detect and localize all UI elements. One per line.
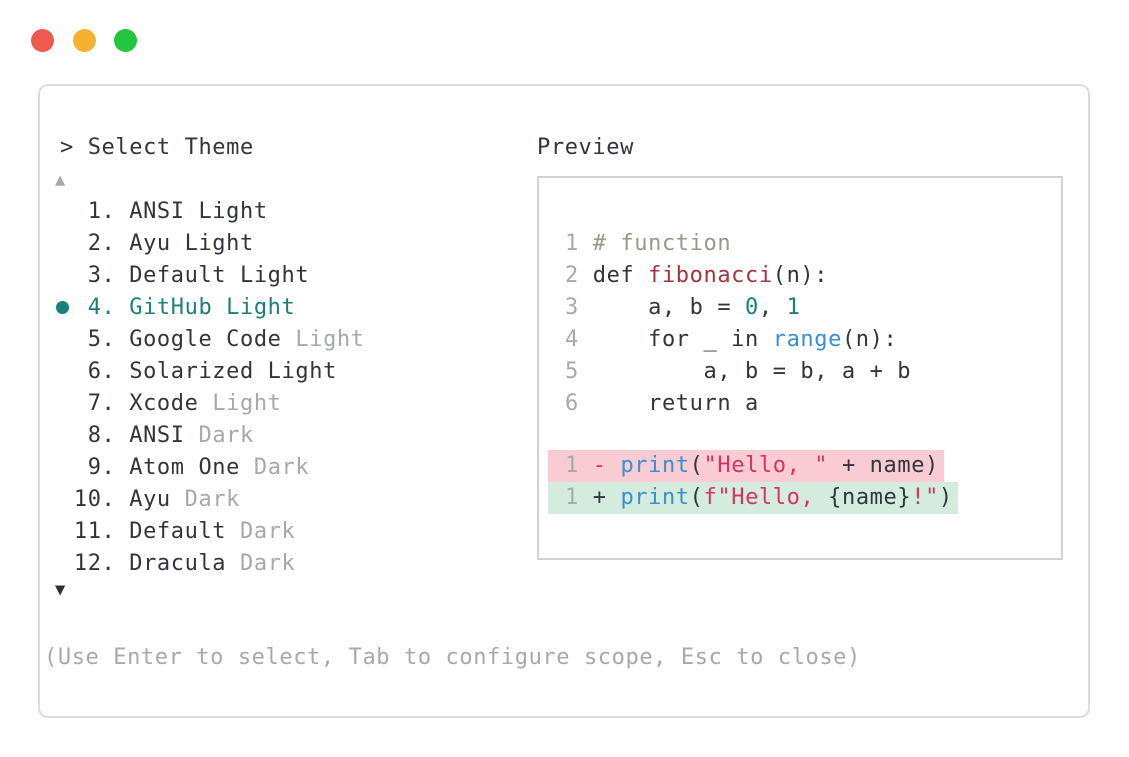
zoom-button[interactable]: [114, 29, 137, 52]
theme-option-6[interactable]: 6. Solarized Light: [0, 356, 520, 388]
picker-title: > Select Theme: [60, 135, 254, 160]
theme-number: 10.: [60, 487, 116, 512]
theme-name: ANSI Light: [115, 199, 268, 224]
theme-number: 8.: [60, 423, 116, 448]
minimize-button[interactable]: [73, 29, 96, 52]
theme-number: 2.: [60, 231, 116, 256]
theme-option-3[interactable]: 3. Default Light: [0, 260, 520, 292]
theme-number: 11.: [60, 519, 116, 544]
theme-number: 9.: [60, 455, 116, 480]
theme-variant-muted: Dark: [226, 519, 296, 544]
theme-option-1[interactable]: 1. ANSI Light: [0, 196, 520, 228]
theme-name: Atom One: [115, 455, 240, 480]
theme-name: Xcode: [115, 391, 199, 416]
theme-variant-muted: Dark: [170, 487, 241, 512]
theme-option-12[interactable]: 12. Dracula Dark: [0, 548, 520, 580]
theme-name: Google Code: [115, 327, 282, 352]
theme-number: 5.: [60, 327, 116, 352]
theme-list: 1. ANSI Light 2. Ayu Light 3. Default Li…: [0, 196, 520, 580]
scroll-up-icon[interactable]: ▲: [55, 170, 66, 190]
theme-name: Solarized Light: [115, 359, 337, 384]
theme-variant-muted: Dark: [184, 423, 254, 448]
theme-name: GitHub Light: [115, 295, 296, 320]
code-line: 4 for _ in range(n):: [565, 327, 898, 352]
diff-added-line: 1 + print(f"Hello, {name}!"): [537, 482, 1063, 514]
theme-variant-muted: Light: [198, 391, 282, 416]
theme-option-4[interactable]: 4. GitHub Light: [0, 292, 520, 324]
code-line: 6 return a: [565, 391, 759, 416]
theme-option-9[interactable]: 9. Atom One Dark: [0, 452, 520, 484]
theme-name: Dracula: [115, 551, 227, 576]
theme-option-2[interactable]: 2. Ayu Light: [0, 228, 520, 260]
preview-label: Preview: [537, 135, 634, 160]
diff-removed-line: 1 - print("Hello, " + name): [537, 450, 1063, 482]
theme-number: 6.: [60, 359, 116, 384]
theme-option-5[interactable]: 5. Google Code Light: [0, 324, 520, 356]
theme-number: 3.: [60, 263, 116, 288]
theme-variant-muted: Light: [281, 327, 365, 352]
code-blank-line: [537, 420, 1063, 450]
theme-number: 7.: [60, 391, 116, 416]
preview-code: 1 # function 2 def fibonacci(n): 3 a, b = …: [537, 228, 1063, 514]
theme-number: 1.: [60, 199, 116, 224]
theme-variant-muted: Dark: [240, 455, 310, 480]
code-line: 1 # function: [565, 231, 732, 256]
close-button[interactable]: [31, 29, 54, 52]
theme-name: Ayu: [115, 487, 171, 512]
help-text: (Use Enter to select, Tab to configure s…: [44, 645, 861, 670]
theme-name: Default Light: [115, 263, 310, 288]
code-line: 5 a, b = b, a + b: [565, 359, 912, 384]
theme-variant-muted: Dark: [226, 551, 296, 576]
code-line: 3 a, b = 0, 1: [565, 295, 801, 320]
theme-number: 4.: [60, 295, 116, 320]
theme-option-7[interactable]: 7. Xcode Light: [0, 388, 520, 420]
selected-theme-bullet-icon: [56, 301, 69, 314]
code-line: 2 def fibonacci(n):: [565, 263, 829, 288]
theme-name: Default: [115, 519, 227, 544]
scroll-down-icon[interactable]: ▼: [55, 580, 66, 600]
theme-name: Ayu Light: [115, 231, 254, 256]
theme-number: 12.: [60, 551, 116, 576]
theme-option-11[interactable]: 11. Default Dark: [0, 516, 520, 548]
theme-name: ANSI: [115, 423, 185, 448]
theme-option-10[interactable]: 10. Ayu Dark: [0, 484, 520, 516]
theme-option-8[interactable]: 8. ANSI Dark: [0, 420, 520, 452]
